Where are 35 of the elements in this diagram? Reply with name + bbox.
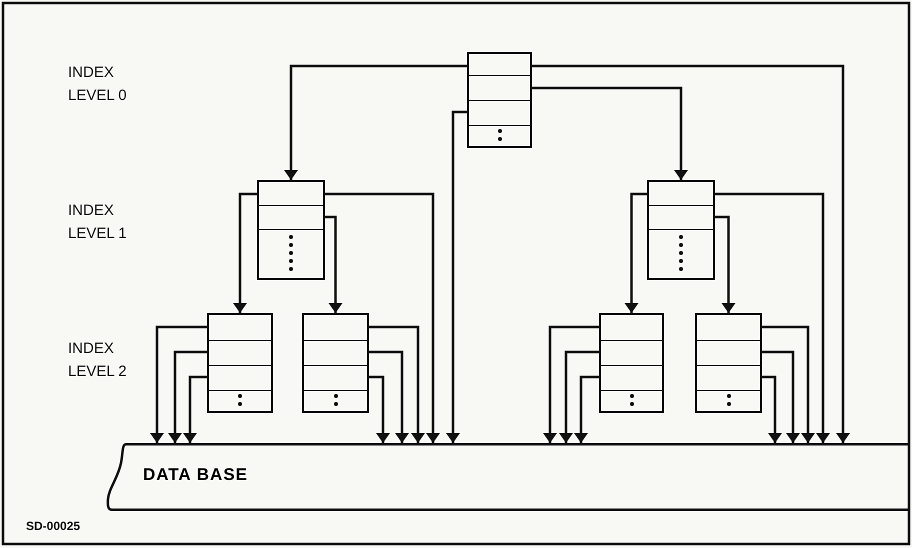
- arrow: [715, 216, 736, 313]
- arrow: [762, 376, 782, 443]
- index-record-block: [647, 180, 715, 280]
- level-label: INDEX LEVEL 2: [68, 339, 128, 382]
- index-record-block: [302, 313, 369, 413]
- arrow: [150, 326, 207, 443]
- level-label: INDEX LEVEL 0: [68, 63, 128, 106]
- arrow: [284, 64, 467, 180]
- arrow: [532, 86, 688, 180]
- arrow: [559, 350, 599, 443]
- level-label: INDEX LEVEL 1: [68, 201, 128, 244]
- arrow: [369, 326, 425, 443]
- arrow: [325, 216, 342, 313]
- arrow: [233, 192, 257, 313]
- arrow: [574, 376, 599, 443]
- arrow: [762, 326, 815, 443]
- index-record-block: [467, 52, 532, 148]
- arrow: [369, 350, 409, 443]
- arrow: [762, 350, 800, 443]
- database-band: [106, 443, 909, 511]
- arrow: [715, 192, 830, 443]
- database-label: DATA BASE: [143, 465, 248, 485]
- arrow: [369, 376, 390, 443]
- arrow: [532, 64, 850, 443]
- arrow: [624, 192, 647, 313]
- arrow: [446, 110, 467, 443]
- index-record-block: [695, 313, 762, 413]
- index-record-block: [257, 180, 325, 280]
- arrow: [168, 350, 207, 443]
- arrow: [325, 192, 440, 443]
- figure-number: SD-00025: [26, 518, 82, 535]
- arrow: [183, 376, 207, 443]
- index-record-block: [599, 313, 664, 413]
- index-record-block: [207, 313, 273, 413]
- arrow: [543, 326, 599, 443]
